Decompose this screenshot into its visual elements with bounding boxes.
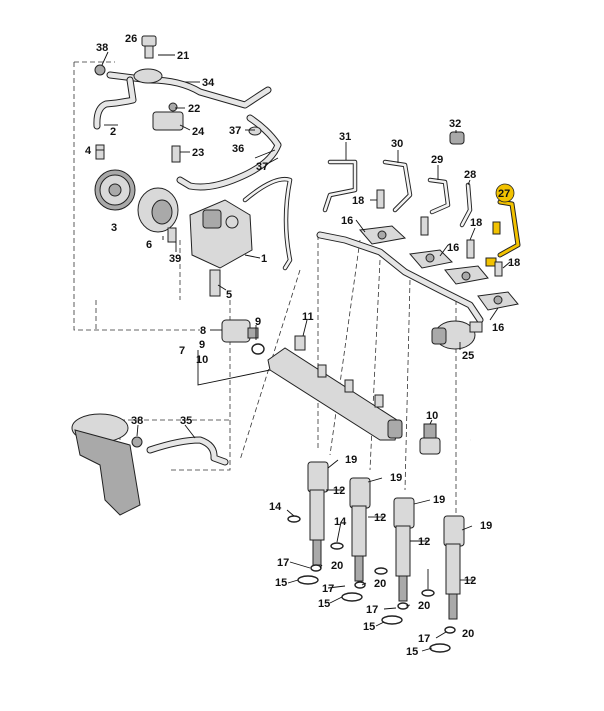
leader-lines xyxy=(96,51,511,652)
bolts-18 xyxy=(376,131,503,277)
seal-plates xyxy=(359,225,519,311)
label-14a: 14 xyxy=(269,501,282,513)
label-15c: 15 xyxy=(363,621,375,633)
high-pressure-pump xyxy=(189,199,253,297)
highlight-marker xyxy=(495,183,515,203)
pressure-valve xyxy=(431,320,483,350)
label-27: 27 xyxy=(498,188,510,200)
injector-4 xyxy=(421,515,465,653)
label-19d: 19 xyxy=(480,520,492,532)
sprocket xyxy=(94,169,136,211)
label-11: 11 xyxy=(302,311,314,323)
temperature-sensor xyxy=(419,423,441,455)
label-12c: 12 xyxy=(418,536,430,548)
return-hose-assembly xyxy=(93,71,282,191)
label-7: 7 xyxy=(179,345,185,357)
label-6: 6 xyxy=(146,239,152,251)
upper-fittings xyxy=(94,35,262,163)
label-15b: 15 xyxy=(318,598,330,610)
label-18a: 18 xyxy=(352,195,364,207)
label-38: 38 xyxy=(96,42,108,54)
label-31: 31 xyxy=(339,131,351,143)
label-25: 25 xyxy=(462,350,474,362)
label-32: 32 xyxy=(449,118,461,130)
label-22: 22 xyxy=(188,103,200,115)
label-17b: 17 xyxy=(322,583,334,595)
label-18c: 18 xyxy=(508,257,520,269)
label-10a: 10 xyxy=(196,354,208,366)
assembly-dashed-lines xyxy=(73,61,457,520)
injector-2 xyxy=(330,477,371,602)
label-39: 39 xyxy=(169,253,181,265)
label-12b: 12 xyxy=(374,512,386,524)
fuel-rail xyxy=(267,335,403,441)
label-35: 35 xyxy=(180,415,192,427)
label-18b: 18 xyxy=(470,217,482,229)
label-19b: 19 xyxy=(390,472,402,484)
label-23: 23 xyxy=(192,147,204,159)
label-34: 34 xyxy=(202,77,215,89)
label-1: 1 xyxy=(261,253,267,265)
label-20c: 20 xyxy=(418,600,430,612)
part-labels: 38 26 21 34 22 24 2 37 23 4 36 37 31 30 … xyxy=(85,33,520,658)
tank-bracket xyxy=(71,413,143,516)
label-8: 8 xyxy=(200,325,206,337)
label-20d: 20 xyxy=(462,628,474,640)
label-17a: 17 xyxy=(277,557,289,569)
label-5: 5 xyxy=(226,289,232,301)
label-21: 21 xyxy=(177,50,189,62)
injectors xyxy=(287,461,465,653)
label-20b: 20 xyxy=(374,578,386,590)
injector-1 xyxy=(287,461,329,585)
label-4: 4 xyxy=(85,145,92,157)
label-9a: 9 xyxy=(255,316,261,328)
label-16b: 16 xyxy=(447,242,459,254)
label-16c: 16 xyxy=(492,322,504,334)
injector-3 xyxy=(374,497,415,625)
label-2: 2 xyxy=(110,126,116,138)
label-30: 30 xyxy=(391,138,403,150)
label-37b: 37 xyxy=(256,161,268,173)
label-36: 36 xyxy=(232,143,244,155)
fuel-pipe-36 xyxy=(242,176,293,271)
label-29: 29 xyxy=(431,154,443,166)
label-14b: 14 xyxy=(334,516,347,528)
injector-pipes xyxy=(322,159,521,267)
label-37: 37 xyxy=(229,125,241,137)
label-12a: 12 xyxy=(333,485,345,497)
hub xyxy=(137,187,179,243)
label-15a: 15 xyxy=(275,577,287,589)
label-10b: 10 xyxy=(426,410,438,422)
label-26: 26 xyxy=(125,33,137,45)
label-17c: 17 xyxy=(366,604,378,616)
hose-35 xyxy=(146,436,229,466)
label-38b: 38 xyxy=(131,415,143,427)
label-12d: 12 xyxy=(464,575,476,587)
label-20a: 20 xyxy=(331,560,343,572)
label-9b: 9 xyxy=(199,339,205,351)
label-19a: 19 xyxy=(345,454,357,466)
label-16a: 16 xyxy=(341,215,353,227)
label-19c: 19 xyxy=(433,494,445,506)
label-28: 28 xyxy=(464,169,476,181)
pressure-sensor xyxy=(221,319,265,355)
return-line xyxy=(316,231,484,324)
label-3: 3 xyxy=(111,222,117,234)
label-24: 24 xyxy=(192,126,205,138)
label-17d: 17 xyxy=(418,633,430,645)
label-15d: 15 xyxy=(406,646,418,658)
